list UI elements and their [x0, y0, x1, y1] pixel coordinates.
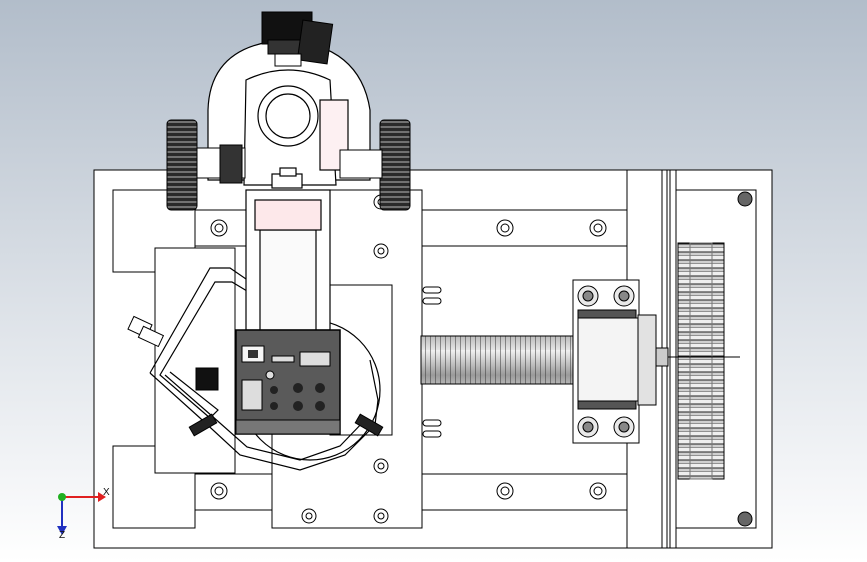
coordinate-triad: [57, 492, 106, 535]
clamp-handle: [127, 315, 165, 348]
corner-bolt: [737, 191, 753, 207]
axis-z-label: Z: [59, 530, 66, 541]
set-knob[interactable]: [195, 367, 219, 391]
top-connector: [261, 11, 334, 67]
spur-gear: [677, 242, 725, 480]
corner-bolt: [737, 511, 753, 527]
camera-board: [235, 329, 341, 435]
clip-right: [354, 413, 384, 437]
right-focus-knob[interactable]: [339, 119, 411, 211]
left-focus-knob[interactable]: [166, 119, 246, 211]
clip-left: [188, 413, 218, 437]
axis-x-label: X: [103, 487, 110, 498]
lead-screw: [420, 335, 574, 385]
lower-rail-left: [194, 473, 273, 511]
